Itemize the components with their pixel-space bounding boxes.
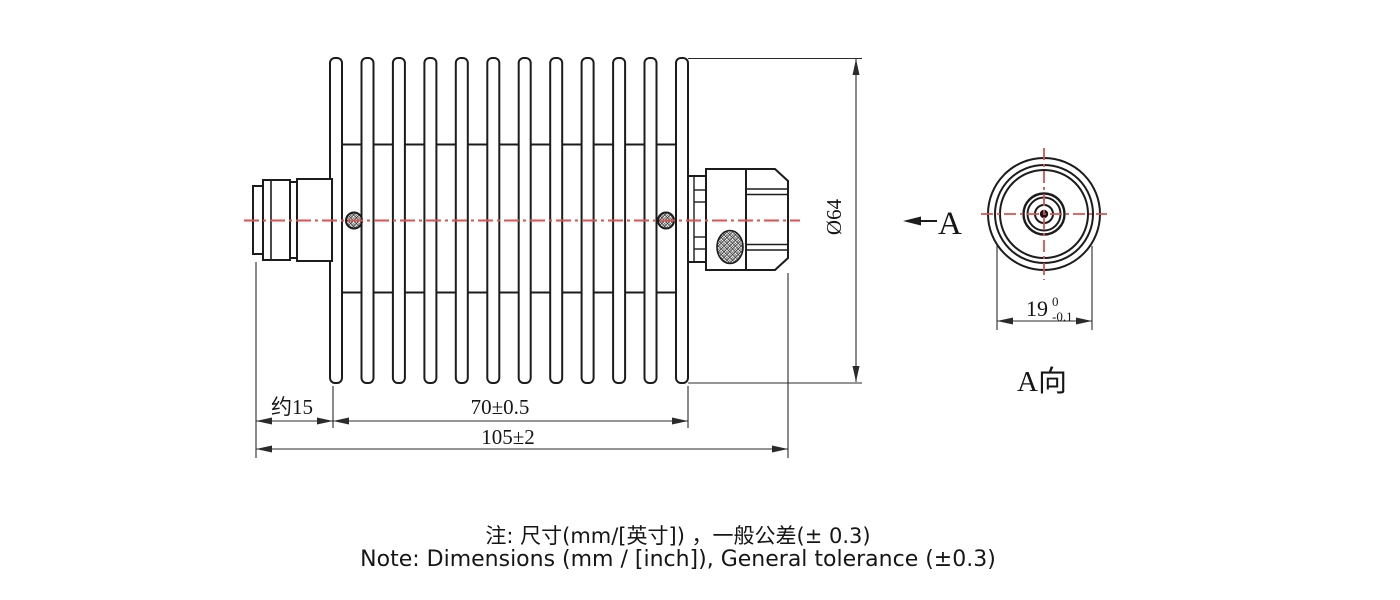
view-direction-arrow [903,216,921,226]
end-view: 19 0 -0.1 A向 [981,148,1107,398]
notes: 注: 尺寸(mm/[英寸]) ，一般公差(± 0.3) Note: Dimens… [360,524,996,572]
dimension-labels: 约15 70±0.5 105±2 Ø64 [271,198,846,449]
dim-diameter-label: Ø64 [822,198,846,235]
dimension-arrows [256,59,860,453]
side-view [244,57,800,384]
dim-overall-label: 105±2 [481,425,535,449]
connector-dim-tol-upper: 0 [1052,294,1059,309]
connector-dim-arrows [997,317,1092,325]
note-line-en: Note: Dimensions (mm / [inch]), General … [360,547,996,572]
section-arrow-label: A [938,206,962,242]
note-line-cn: 注: 尺寸(mm/[英寸]) ，一般公差(± 0.3) [485,524,870,548]
heatsink-core [334,143,686,294]
dimensions [255,57,862,458]
connector-dim-nominal: 19 [1026,296,1048,321]
knurl-grip [716,229,744,265]
dim-left-section-label: 约15 [271,395,313,419]
end-view-label: A向 [1017,365,1067,398]
dim-fin-body-label: 70±0.5 [471,395,530,419]
connector-dim-tol-lower: -0.1 [1052,309,1073,324]
section-arrow: A [903,206,962,242]
end-view-crosshair [981,148,1107,280]
